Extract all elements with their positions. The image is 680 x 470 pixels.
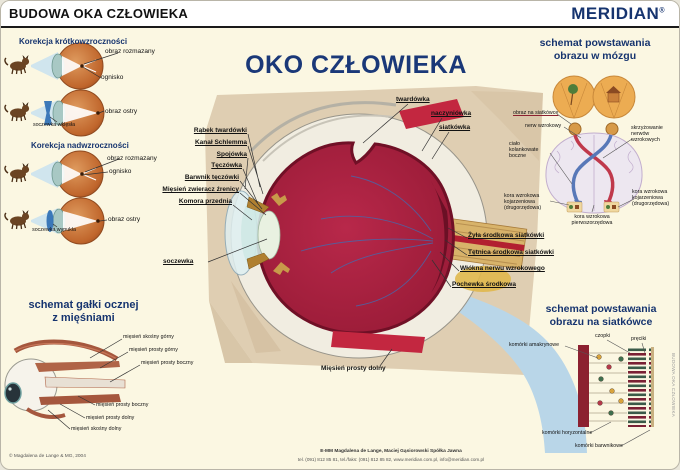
label-iris: Tęczówka	[211, 162, 242, 169]
label-lens: soczewka	[163, 258, 194, 265]
label-iris-pigment: Barwnik tęczówki	[184, 174, 239, 181]
label-limbus: Rąbek twardówki	[193, 127, 247, 134]
inferior-muscle	[331, 331, 425, 353]
iris-upper	[246, 196, 270, 214]
retina-cells-diagram	[578, 345, 654, 427]
label-cortex-right: kora wzrokowa kojarzeniowa (drugorzędowa…	[632, 189, 670, 208]
superior-muscle	[399, 99, 464, 129]
label-convex-lens: soczewka wypukła	[32, 227, 76, 233]
lens	[257, 210, 281, 260]
brain-pathway-diagram	[545, 75, 643, 214]
leader-lines-side	[549, 113, 651, 447]
hyperopia-section-title: Korekcja nadwzroczności	[31, 141, 129, 150]
brand-logo: MERIDIAN®	[571, 4, 665, 23]
muscles-section-title: schemat gałki ocznej z mięśniami	[28, 299, 139, 325]
label-hyperopia-focus: ognisko	[109, 168, 132, 175]
label-schlemm-canal: Kanał Schlemma	[194, 139, 247, 146]
label-myopia-focus: ognisko	[101, 74, 124, 81]
label-cones: czopki	[595, 333, 611, 339]
label-lateral-rectus-bottom: mięsień prosty boczny	[96, 402, 149, 408]
label-superior-rectus: mięsień prosty górny	[129, 347, 178, 353]
label-geniculate-body: ciało kolankowate boczne	[509, 141, 539, 160]
label-anterior-chamber: Komora przednia	[178, 198, 232, 205]
label-retina-image: obraz na siatkówce	[513, 110, 559, 116]
label-sclera: twardówka	[396, 96, 430, 103]
label-optic-nerve: nerw wzrokowy	[525, 123, 562, 129]
label-hyperopia-blurred: obraz rozmazany	[107, 155, 157, 162]
label-cortex-left: kora wzrokowa kojarzeniowa (drugorzędowa…	[504, 193, 542, 212]
label-superior-oblique: mięsień skośny górny	[123, 334, 174, 340]
label-concave-lens: soczewka wklęsła	[32, 122, 76, 128]
label-central-vein: Żyła środkowa siatkówki	[468, 232, 545, 239]
label-nerve-fibers: Włókna nerwu wzrokowego	[460, 265, 545, 272]
light-path-swoosh	[429, 287, 587, 453]
label-optic-chiasm: skrzyżowanie nerwów wzrokowych	[631, 125, 663, 144]
label-hyperopia-sharp: obraz ostry	[108, 216, 141, 223]
retinal-vessels	[300, 175, 434, 307]
eye-muscles-diagram	[4, 339, 126, 419]
header-bar: BUDOWA OKA CZŁOWIEKA MERIDIAN®	[1, 1, 679, 28]
label-central-artery: Tętnica środkowa siatkówki	[468, 249, 554, 256]
orbital-fat	[455, 266, 511, 292]
registered-mark: ®	[659, 7, 665, 15]
label-cortex-primary: kora wzrokowa pierwszorzędowa	[571, 214, 613, 227]
label-myopia-blurred: obraz rozmazany	[105, 48, 155, 55]
label-myopia-sharp: obraz ostry	[105, 108, 138, 115]
footer-contact: tel. (091) 812 85 81, tel./faks: (091) 8…	[297, 457, 485, 462]
label-rods: pręciki	[631, 336, 647, 342]
footer-company: E-MM Magdalena de Lange, Maciej Gąsiorow…	[320, 449, 462, 454]
myopia-diagrams	[4, 42, 105, 137]
label-conjunctiva: Spojówka	[216, 151, 247, 158]
label-inferior-rectus: Mięsień prosty dolny	[321, 365, 386, 372]
leader-lines-main	[47, 52, 468, 430]
label-middle-sheath: Pochewka środkowa	[452, 281, 516, 288]
label-lateral-rectus-top: mięsień prosty boczny	[141, 360, 194, 366]
iris-lower	[246, 252, 270, 270]
vitreous-choroid	[256, 141, 455, 335]
center-title: OKO CZŁOWIEKA	[245, 51, 467, 79]
hyperopia-diagrams	[4, 150, 105, 245]
label-inferior-oblique: mięsień skośny dolny	[71, 426, 122, 432]
footer-side-title: BUDOWA OKA CZŁOWIEKA	[671, 353, 676, 418]
eye-cross-section	[224, 99, 528, 359]
footer-copyright: © Magdalena de Lange & MG, 2004	[9, 454, 86, 459]
label-choroid: naczyniówka	[431, 110, 472, 117]
label-sphincter-muscle: Mięsień zwieracz źrenicy	[162, 186, 239, 193]
label-horizontal-cells: komórki horyzontalne	[542, 430, 593, 436]
label-amacrine-cells: komórki amakrynowe	[509, 342, 560, 348]
label-inferior-rectus-muscle: mięsień prosty dolny	[86, 415, 135, 421]
label-retina: siatkówka	[439, 124, 471, 131]
myopia-section-title: Korekcja krótkowzroczności	[19, 37, 128, 46]
brain-section-title: schemat powstawania obrazu w mózgu	[539, 37, 651, 63]
poster-title: BUDOWA OKA CZŁOWIEKA	[9, 6, 189, 21]
label-pigment-cells: komórki barwnikowe	[575, 443, 623, 449]
optic-nerve	[446, 218, 528, 270]
retina-section-title: schemat powstawania obrazu na siatkówce	[545, 303, 657, 329]
